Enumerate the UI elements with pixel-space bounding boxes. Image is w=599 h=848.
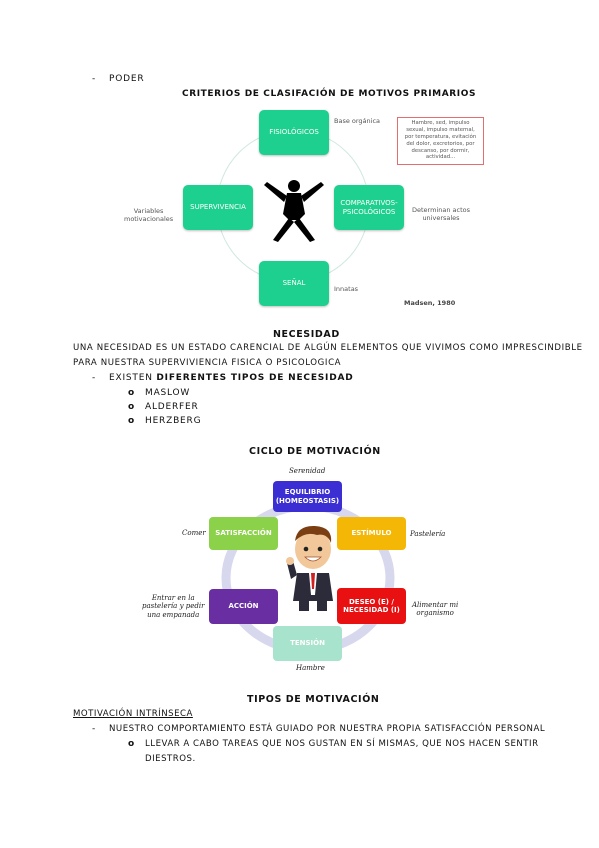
existen-text: EXISTEN bbox=[109, 373, 157, 383]
bullet-dash: - bbox=[92, 373, 96, 383]
box-tension: TENSIÓN bbox=[273, 626, 342, 661]
box-supervivencia: SUPERVIVENCIA bbox=[183, 185, 253, 230]
box-comparativos: COMPARATIVOS- PSICOLÓGICOS bbox=[334, 185, 404, 230]
note-variables: Variables motivacionales bbox=[124, 207, 174, 224]
box-equilibrio: EQUILIBRIO (HOMEOSTASIS) bbox=[273, 481, 342, 512]
bullet-dash: - bbox=[92, 724, 96, 734]
label-serenidad: Serenidad bbox=[289, 467, 326, 475]
diagram1-title: CRITERIOS DE CLASIFACIÓN DE MOTIVOS PRIM… bbox=[182, 89, 477, 99]
existen-bold: DIFERENTES TIPOS DE NECESIDAD bbox=[156, 373, 354, 383]
poder-item: PODER bbox=[109, 74, 145, 84]
label-hambre: Hambre bbox=[296, 664, 325, 672]
sub-bullet: o bbox=[128, 739, 135, 749]
note-innatas: Innatas bbox=[334, 285, 359, 293]
intrinseca-sub1: LLEVAR A CABO TAREAS QUE NOS GUSTAN EN S… bbox=[145, 739, 539, 749]
box-satisfaccion: SATISFACCIÓN bbox=[209, 517, 278, 550]
necesidad-line2: PARA NUESTRA SUPERVIVIENCIA FISICA O PSI… bbox=[73, 358, 342, 368]
ciclo-title: CICLO DE MOTIVACIÓN bbox=[249, 446, 381, 457]
box-fisiologicos: FISIOLÓGICOS bbox=[259, 110, 329, 155]
tipos-title: TIPOS DE MOTIVACIÓN bbox=[247, 694, 380, 705]
existen-line: EXISTEN DIFERENTES TIPOS DE NECESIDAD bbox=[109, 373, 354, 383]
label-alimentar: Alimentar mi organismo bbox=[412, 601, 459, 618]
sub-bullet: o bbox=[128, 388, 135, 398]
source-citation: Madsen, 1980 bbox=[404, 299, 456, 307]
examples-box: Hambre, sed, impulso sexual, impulso mat… bbox=[397, 117, 484, 165]
intrinseca-sub2: DIESTROS. bbox=[145, 754, 196, 764]
label-pasteleria: Pastelería bbox=[410, 530, 446, 538]
jumping-person-icon bbox=[264, 180, 324, 242]
box-senal: SEÑAL bbox=[259, 261, 329, 306]
label-comer: Comer bbox=[182, 529, 206, 537]
businessman-icon bbox=[286, 525, 333, 611]
item-maslow: MASLOW bbox=[145, 388, 191, 398]
box-accion: ACCIÓN bbox=[209, 589, 278, 624]
label-entrar: Entrar en la pastelería y pedir una empa… bbox=[142, 594, 205, 619]
sub-bullet: o bbox=[128, 402, 135, 412]
box-deseo: DESEO (E) / NECESIDAD (I) bbox=[337, 588, 406, 624]
item-alderfer: ALDERFER bbox=[145, 402, 199, 412]
necesidad-line1: UNA NECESIDAD ES UN ESTADO CARENCIAL DE … bbox=[73, 343, 583, 353]
bullet-dash: - bbox=[92, 74, 96, 84]
intrinseca-heading: MOTIVACIÓN INTRÍNSECA bbox=[73, 709, 193, 719]
box-estimulo: ESTÍMULO bbox=[337, 517, 406, 550]
intrinseca-line1: NUESTRO COMPORTAMIENTO ESTÁ GUIADO POR N… bbox=[109, 724, 546, 734]
note-base-organica: Base orgánica bbox=[334, 117, 381, 125]
item-herzberg: HERZBERG bbox=[145, 416, 202, 426]
sub-bullet: o bbox=[128, 416, 135, 426]
necesidad-title: NECESIDAD bbox=[273, 329, 340, 340]
note-actos-universales: Determinan actos universales bbox=[412, 206, 471, 223]
